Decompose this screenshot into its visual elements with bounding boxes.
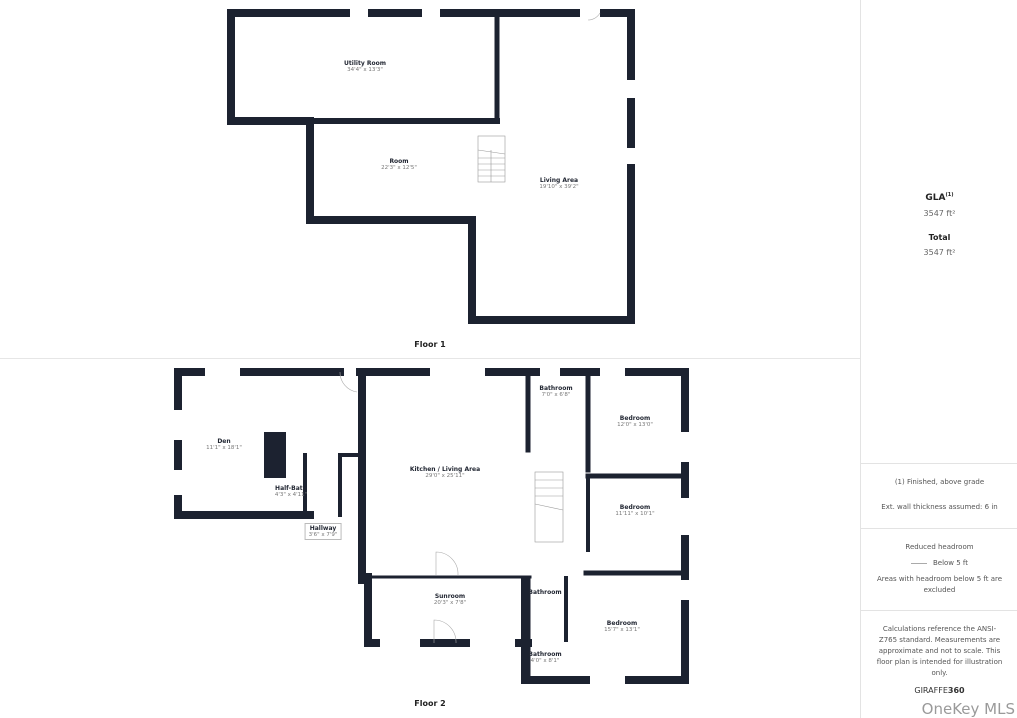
room-utility-room: Utility Room 34'4" x 13'3" bbox=[344, 60, 386, 73]
room-bathroom-3: Bathroom 4'0" x 8'1" bbox=[528, 651, 561, 664]
floor-1-stairs bbox=[477, 135, 506, 183]
floor-2-windows bbox=[173, 367, 690, 685]
floor-1-windows bbox=[350, 8, 636, 164]
room-name: Bathroom bbox=[528, 589, 562, 596]
room-bedroom-2: Bedroom 11'11" x 10'1" bbox=[615, 504, 654, 517]
room-dims: 19'10" x 39'2" bbox=[539, 184, 579, 190]
room-dims: 11'1" x 18'1" bbox=[206, 445, 242, 451]
room-name: Hallway bbox=[309, 525, 337, 532]
summary-panel: GLA(1) 3547 ft² Total 3547 ft² (1) Finis… bbox=[860, 0, 1017, 718]
room-kitchen-living-area: Kitchen / Living Area 29'0" x 25'11" bbox=[410, 466, 480, 479]
room-sunroom: Sunroom 20'3" x 7'8" bbox=[434, 593, 466, 606]
floor-2-walls bbox=[174, 368, 689, 684]
floor-1-walls bbox=[227, 9, 635, 324]
room-dims: 29'0" x 25'11" bbox=[425, 473, 465, 479]
floor-2-label: Floor 2 bbox=[414, 699, 446, 708]
room-dims: 4'0" x 8'1" bbox=[530, 658, 560, 664]
room-living-area: Living Area 19'10" x 39'2" bbox=[539, 177, 578, 190]
brand-number: 360 bbox=[947, 686, 965, 695]
room-hallway: Hallway 3'6" x 7'9" bbox=[304, 523, 342, 540]
room-name: Bathroom bbox=[539, 385, 573, 392]
room-name: Kitchen / Living Area bbox=[409, 466, 481, 473]
gla-label: GLA bbox=[925, 193, 946, 203]
room-half-bath: Half-Bath 4'3" x 4'11" bbox=[275, 485, 307, 498]
gla-heading: GLA(1) bbox=[861, 192, 1017, 203]
room-name: Den bbox=[217, 438, 231, 445]
room-name: Living Area bbox=[539, 177, 579, 184]
room-bedroom-3: Bedroom 15'7" x 13'1" bbox=[604, 620, 640, 633]
room-dims: 22'3" x 12'5" bbox=[381, 165, 417, 171]
headroom-legend-label: Below 5 ft bbox=[932, 559, 969, 567]
headroom-legend-line bbox=[910, 562, 927, 564]
gla-footnote-marker: (1) bbox=[945, 192, 954, 198]
room-dims: 7'0" x 6'8" bbox=[541, 392, 571, 398]
headroom-note: Areas with headroom below 5 ft are exclu… bbox=[876, 575, 1003, 594]
room-bathroom-2: Bathroom bbox=[528, 589, 561, 596]
panel-divider bbox=[861, 463, 1017, 464]
total-label: Total bbox=[928, 233, 951, 242]
floor-divider bbox=[0, 358, 860, 359]
room-bathroom-1: Bathroom 7'0" x 6'8" bbox=[539, 385, 572, 398]
door-swings bbox=[339, 12, 601, 644]
room-name: Half-Bath bbox=[275, 485, 307, 492]
room-name: Bedroom bbox=[619, 415, 651, 422]
fireplace bbox=[264, 432, 286, 478]
room-name: Bedroom bbox=[619, 504, 651, 511]
onekey-mls-watermark: OneKey MLS bbox=[921, 700, 1015, 718]
panel-divider bbox=[861, 610, 1017, 611]
room-dims: 3'6" x 7'9" bbox=[308, 532, 338, 538]
room-bedroom-1: Bedroom 12'0" x 13'0" bbox=[617, 415, 653, 428]
room-dims: 20'3" x 7'8" bbox=[433, 600, 467, 606]
brand-text: GIRAFFE bbox=[914, 686, 948, 695]
room-name: Sunroom bbox=[434, 593, 466, 600]
panel-divider bbox=[861, 528, 1017, 529]
room-dims: 15'7" x 13'1" bbox=[604, 627, 640, 633]
wall-thickness-note: Ext. wall thickness assumed: 6 in bbox=[881, 503, 998, 511]
room-dims: 12'0" x 13'0" bbox=[617, 422, 653, 428]
room-room: Room 22'3" x 12'5" bbox=[381, 158, 417, 171]
room-dims: 34'4" x 13'3" bbox=[347, 67, 383, 73]
finished-note: (1) Finished, above grade bbox=[894, 478, 985, 486]
room-name: Utility Room bbox=[344, 60, 386, 67]
total-value: 3547 ft² bbox=[923, 248, 956, 257]
floor-2-stairs bbox=[534, 471, 564, 543]
disclaimer: Calculations reference the ANSI-Z765 sta… bbox=[876, 625, 1003, 677]
room-den: Den 11'1" x 18'1" bbox=[206, 438, 242, 451]
room-dims: 11'11" x 10'1" bbox=[615, 511, 655, 517]
headroom-legend: Below 5 ft bbox=[861, 558, 1017, 569]
giraffe360-logo: GIRAFFE360 bbox=[861, 686, 1017, 695]
floor-1-label: Floor 1 bbox=[414, 340, 446, 349]
headroom-title: Reduced headroom bbox=[905, 543, 974, 551]
room-name: Room bbox=[389, 158, 409, 165]
gla-value: 3547 ft² bbox=[923, 209, 956, 218]
room-name: Bathroom bbox=[528, 651, 562, 658]
floor-plan-drawing bbox=[173, 8, 690, 685]
room-name: Bedroom bbox=[606, 620, 638, 627]
room-dims: 4'3" x 4'11" bbox=[274, 492, 308, 498]
